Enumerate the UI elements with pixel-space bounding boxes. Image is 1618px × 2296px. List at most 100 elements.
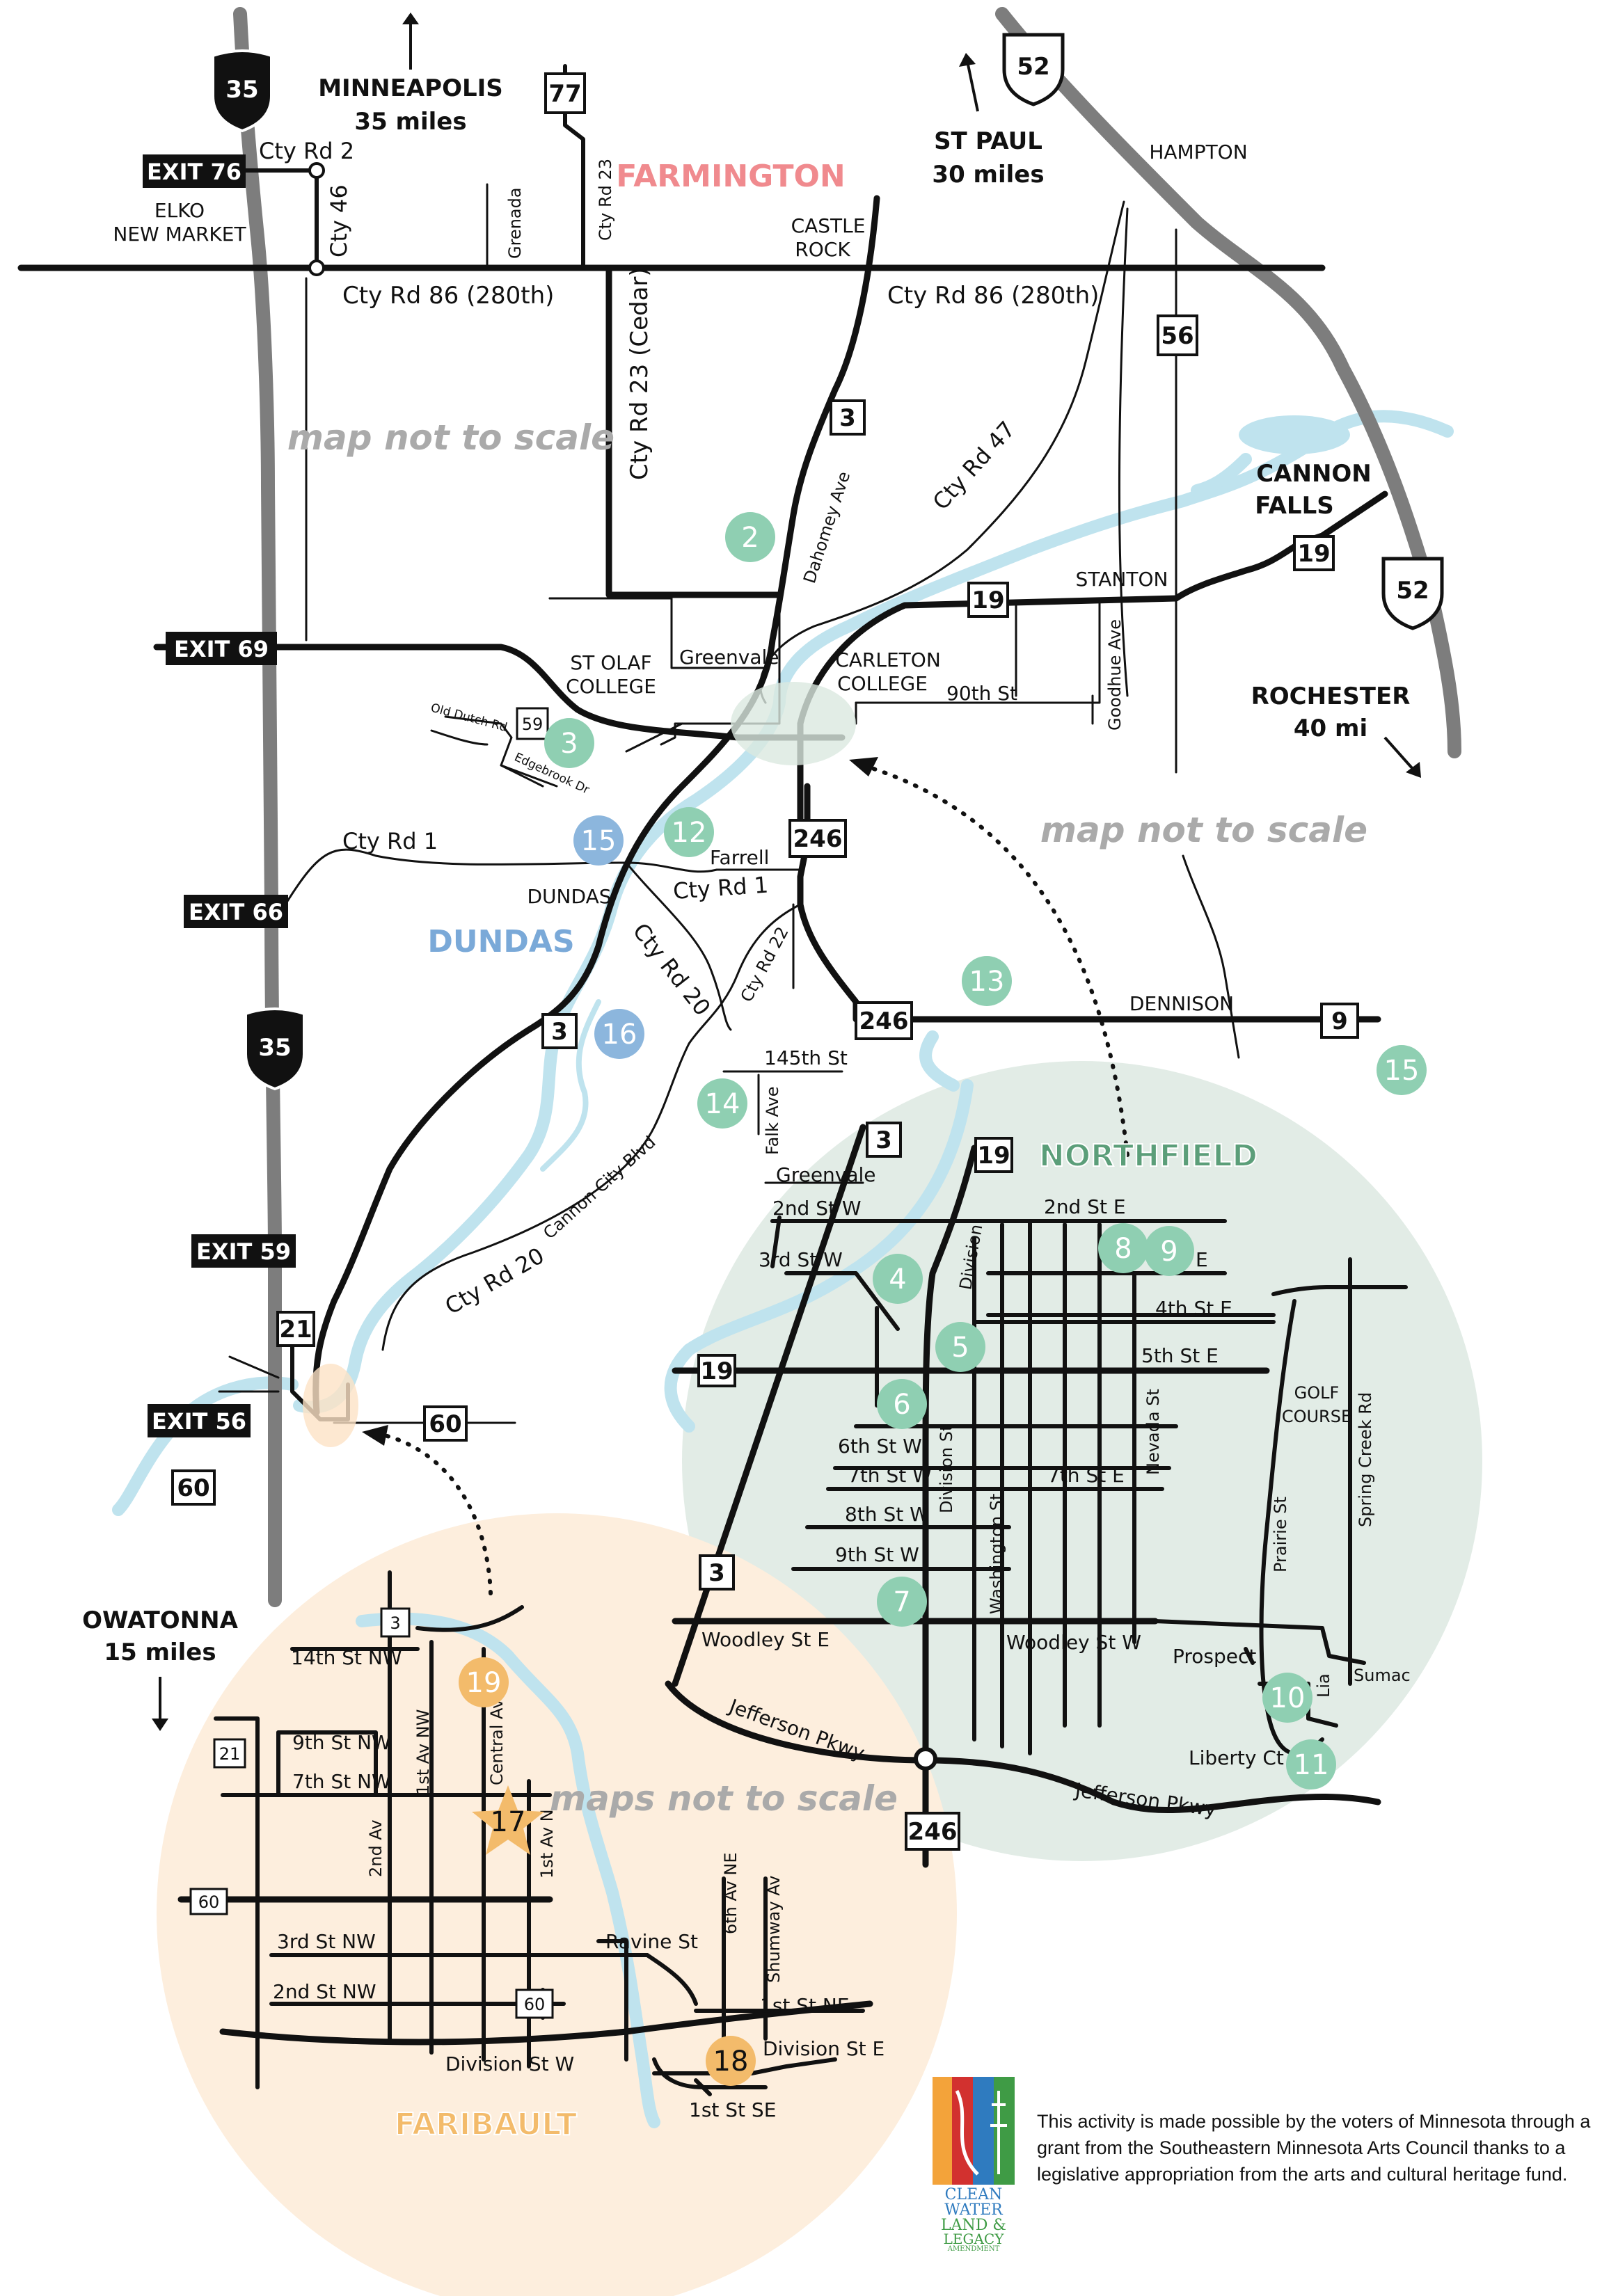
exit-69-label: EXIT 69 xyxy=(174,636,269,662)
carleton-label-1: CARLETON xyxy=(835,648,941,671)
nf-spring-creek: Spring Creek Rd xyxy=(1356,1392,1375,1527)
interstate-35-mid-label: 35 xyxy=(258,1034,291,1062)
road-90th: 90th St xyxy=(946,682,1017,705)
rochester-distance: 40 mi xyxy=(1294,715,1367,742)
route-3-faribault-label: 3 xyxy=(390,1613,400,1633)
road-cannon-city: Cannon City Blvd xyxy=(539,1132,659,1243)
fb-2nd-nw: 2nd St NW xyxy=(273,1980,376,2003)
poi-marker[interactable]: 13 xyxy=(962,956,1012,1006)
road-dahomey: Dahomey Ave xyxy=(800,469,854,586)
route-3-north-label: 3 xyxy=(839,404,856,432)
faribault-highlight xyxy=(303,1364,358,1447)
road-cty-rd-23: Cty Rd 23 xyxy=(596,159,615,241)
us-52-right-label: 52 xyxy=(1396,577,1429,605)
poi-marker[interactable]: 10 xyxy=(1262,1673,1312,1723)
poi-marker[interactable]: 5 xyxy=(935,1322,985,1372)
poi-marker[interactable]: 16 xyxy=(594,1009,644,1059)
us-52-top-label: 52 xyxy=(1017,53,1049,81)
svg-text:12: 12 xyxy=(672,817,707,849)
route-3-northfield-label: 3 xyxy=(875,1126,892,1154)
poi-marker[interactable]: 2 xyxy=(725,512,775,562)
arrow-down-owatonna-icon xyxy=(152,1719,168,1731)
svg-text:2: 2 xyxy=(741,522,759,554)
fb-1st-av-n: 1st Av N xyxy=(537,1809,557,1879)
points-of-interest: 2 3 12 15 16 13 14 15 4 5 6 7 8 9 10 11 … xyxy=(459,512,1427,2086)
nf-2nd-w: 2nd St W xyxy=(772,1197,862,1220)
exit-56-label: EXIT 56 xyxy=(152,1408,246,1435)
route-19-northfield-north-label: 19 xyxy=(977,1142,1010,1170)
interstate-35-mid-icon: 35 xyxy=(244,1007,306,1091)
interstate-35-top-icon: 35 xyxy=(212,49,273,133)
poi-marker[interactable]: 4 xyxy=(873,1254,923,1304)
poi-marker[interactable]: 14 xyxy=(697,1078,747,1129)
nf-5th-e: 5th St E xyxy=(1141,1344,1219,1367)
route-19-northfield-west-label: 19 xyxy=(700,1357,733,1385)
nf-3rd-w: 3rd St W xyxy=(759,1248,843,1271)
poi-marker[interactable]: 6 xyxy=(877,1379,927,1429)
svg-text:9: 9 xyxy=(1160,1236,1177,1268)
road-cty-rd-22: Cty Rd 22 xyxy=(737,923,793,1005)
junction-marker xyxy=(308,260,325,276)
place-labels: ELKO NEW MARKET CASTLE ROCK HAMPTON STAN… xyxy=(113,141,1351,1426)
nf-7th-e: 7th St E xyxy=(1047,1464,1125,1487)
farmington-label: FARMINGTON xyxy=(616,159,846,194)
dennison-label: DENNISON xyxy=(1129,992,1234,1015)
st-olaf-label-2: COLLEGE xyxy=(566,675,656,698)
poi-marker[interactable]: 15 xyxy=(573,815,624,866)
poi-marker[interactable]: 15 xyxy=(1377,1045,1427,1095)
road-cty-rd-86-right: Cty Rd 86 (280th) xyxy=(887,282,1099,310)
nf-9th-w: 9th St W xyxy=(835,1543,919,1566)
scale-note-top: map not to scale xyxy=(287,417,614,458)
road-falk: Falk Ave xyxy=(763,1087,782,1155)
nf-6th-w: 6th St W xyxy=(838,1435,922,1458)
road-farrell: Farrell xyxy=(710,846,769,869)
poi-marker[interactable]: 9 xyxy=(1144,1226,1194,1276)
stpaul-distance: 30 miles xyxy=(932,161,1044,189)
logo-line-4: LEGACY xyxy=(944,2231,1005,2247)
road-cty-rd-20-north: Cty Rd 20 xyxy=(628,918,716,1021)
logo-line-5: AMENDMENT xyxy=(947,2245,1000,2251)
legacy-amendment-logo: CLEAN WATER LAND & LEGACY AMENDMENT xyxy=(929,2077,1020,2253)
poi-marker[interactable]: 18 xyxy=(706,2036,756,2086)
poi-marker[interactable]: 7 xyxy=(877,1577,927,1627)
nf-washington: Washington St xyxy=(987,1494,1006,1614)
castle-rock-label-2: ROCK xyxy=(795,238,850,261)
fb-ravine: Ravine St xyxy=(605,1930,698,1953)
poi-star-marker[interactable]: 17 xyxy=(472,1785,544,1855)
nf-division-st: Division St xyxy=(937,1425,956,1513)
poi-marker[interactable]: 11 xyxy=(1286,1739,1336,1789)
nf-sumac: Sumac xyxy=(1354,1666,1411,1685)
us-52-top-icon: 52 xyxy=(1002,33,1065,106)
route-19-east-label: 19 xyxy=(971,587,1004,614)
route-3-northfield-south-label: 3 xyxy=(708,1559,725,1587)
nf-woodley-w: Woodley St W xyxy=(1006,1631,1141,1654)
interstate-35-top-label: 35 xyxy=(225,76,258,104)
direction-labels: MINNEAPOLIS 35 miles ST PAUL 30 miles RO… xyxy=(82,74,1410,1666)
junction-marker xyxy=(914,1747,937,1771)
poi-marker[interactable]: 8 xyxy=(1098,1223,1148,1273)
fb-3rd-nw: 3rd St NW xyxy=(277,1930,376,1953)
route-246-north-label: 246 xyxy=(793,825,843,853)
route-shields: 77 56 3 19 19 59 246 246 9 3 21 60 60 3 … xyxy=(171,72,1359,2019)
castle-rock-label-1: CASTLE xyxy=(791,214,866,237)
poi-marker[interactable]: 3 xyxy=(544,718,594,768)
faribault-label: FARIBAULT xyxy=(395,2107,577,2142)
fb-shumway: Shumway Av xyxy=(764,1876,784,1983)
arrow-up-minneapolis-icon xyxy=(402,13,419,24)
faribault-inset-circle xyxy=(157,1513,957,2296)
svg-text:8: 8 xyxy=(1114,1233,1132,1265)
svg-text:10: 10 xyxy=(1270,1682,1306,1714)
road-cty-rd-1-east: Cty Rd 1 xyxy=(672,872,769,904)
legacy-logo-icon: CLEAN WATER LAND & LEGACY AMENDMENT xyxy=(933,2077,1015,2253)
hampton-label: HAMPTON xyxy=(1149,141,1247,164)
faribault-streets xyxy=(177,1570,873,2096)
arrow-up-stpaul-icon xyxy=(959,53,976,67)
interstates xyxy=(233,7,1461,1607)
star-icon xyxy=(472,1785,544,1855)
poi-marker[interactable]: 19 xyxy=(459,1657,509,1707)
nf-prospect: Prospect xyxy=(1173,1645,1256,1668)
road-145th: 145th St xyxy=(764,1046,848,1069)
poi-marker[interactable]: 12 xyxy=(664,807,714,857)
logo-line-1: CLEAN xyxy=(945,2186,1003,2203)
